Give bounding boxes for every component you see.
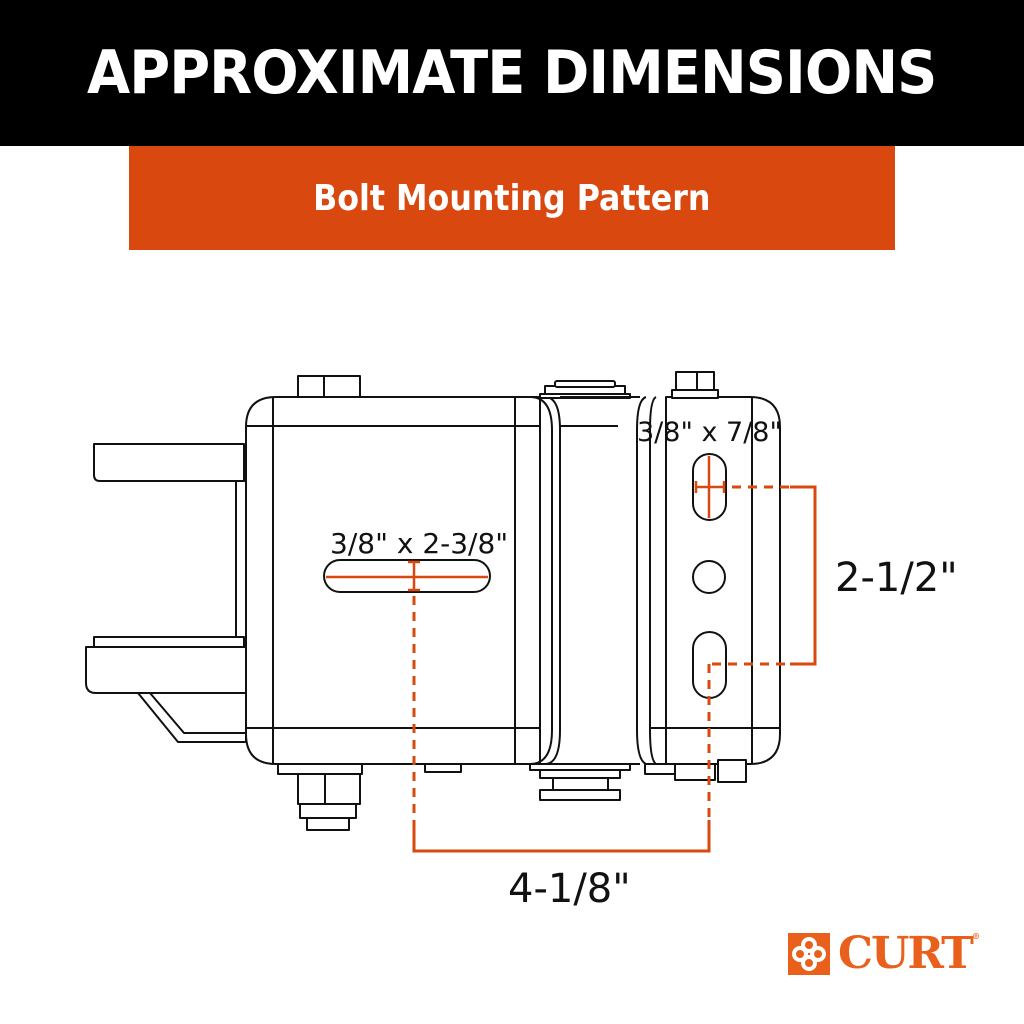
bottom-nut-right [674,763,716,781]
vertical-spacing-label: 2-1/2" [835,555,958,601]
shank-lower-arm [85,646,247,694]
small-slot-label: 3/8" x 7/8" [637,417,782,448]
curt-knot-icon [788,933,830,975]
top-bolt-right-washer [671,389,719,399]
header-banner: APPROXIMATE DIMENSIONS [0,0,1024,146]
vertical-spacing-bracket [790,485,817,666]
center-hole [692,560,726,594]
brand-wordmark: CURT® [838,928,980,979]
section-title: Bolt Mounting Pattern [313,177,711,219]
center-collar [529,396,553,765]
large-slot-label: 3/8" x 2-3/8" [330,527,509,560]
bottom-nut-flange [277,763,363,775]
bottom-nut [297,773,361,805]
top-bolt-left [297,375,361,398]
horizontal-spacing-bracket [412,820,711,853]
horizontal-spacing-label: 4-1/8" [508,866,631,912]
brand-logo: CURT® [788,932,980,976]
shank-web [235,480,247,640]
shank-lower-lip [93,636,245,648]
subheader-banner: Bolt Mounting Pattern [129,146,895,250]
shank-upper-arm [93,443,245,482]
page-title: APPROXIMATE DIMENSIONS [87,38,937,108]
shank-gusset [137,692,247,743]
